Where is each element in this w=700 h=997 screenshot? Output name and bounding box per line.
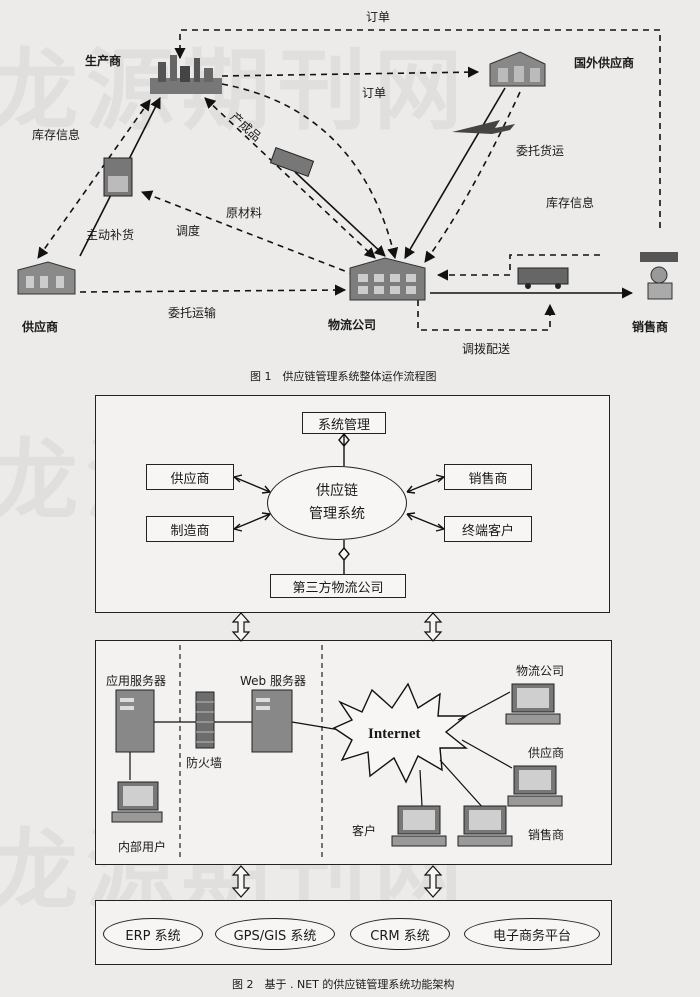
web-server-icon (251, 689, 293, 753)
retailer-icon (640, 252, 678, 300)
figure2-caption: 图 2 基于 . NET 的供应链管理系统功能架构 (232, 978, 455, 991)
logistics-company-icon (349, 257, 426, 301)
edge-label-raw-material: 原材料 (226, 206, 263, 220)
box-system-mgmt: 系统管理 (302, 412, 386, 434)
edge-label-entrust-transport: 委托运输 (168, 306, 217, 320)
node-retailer: 销售商 (632, 320, 669, 334)
oval-ecommerce: 电子商务平台 (464, 918, 600, 950)
internet-cloud-icon (332, 682, 468, 784)
firewall-icon (195, 691, 215, 749)
customer-pc-icon (391, 805, 447, 847)
label-internal-user: 内部用户 (118, 840, 167, 854)
box-manufacturer: 制造商 (146, 516, 234, 542)
supplier-icon (17, 261, 76, 295)
supplier-pc-icon (507, 765, 563, 807)
edge-label-entrust-shipping: 委托货运 (516, 144, 565, 158)
foreign-supplier-icon (489, 51, 546, 87)
airplane-icon (452, 120, 515, 134)
internal-user-pc-icon (111, 781, 163, 823)
label-internet: Internet (368, 726, 421, 742)
edge-label-inventory-left: 库存信息 (32, 128, 81, 142)
label-web-server: Web 服务器 (240, 674, 306, 688)
label-app-server: 应用服务器 (106, 674, 167, 688)
edge-label-dispatch: 调度 (176, 224, 201, 238)
oval-text-line2: 管理系统 (309, 506, 365, 522)
app-server-icon (115, 689, 155, 753)
supply-chain-system-oval (267, 466, 407, 540)
logistics-pc-icon (505, 683, 561, 725)
node-manufacturer: 生产商 (85, 54, 122, 68)
box-supplier: 供应商 (146, 464, 234, 490)
manufacturer-icon (150, 55, 222, 94)
edge-label-order-top: 订单 (366, 10, 391, 24)
box-third-party: 第三方物流公司 (270, 574, 406, 598)
edge-label-order-mid: 订单 (362, 86, 387, 100)
oval-crm: CRM 系统 (350, 918, 450, 950)
edge-label-auto-replenish: 主动补货 (86, 228, 135, 242)
node-supplier: 供应商 (22, 320, 59, 334)
edge-label-transfer-delivery: 调拨配送 (462, 342, 511, 356)
box-retailer: 销售商 (444, 464, 532, 490)
retailer-pc-icon (457, 805, 513, 847)
edge-label-inventory-right: 库存信息 (546, 196, 595, 210)
oval-text-line1: 供应链 (316, 483, 358, 499)
node-logistics: 物流公司 (328, 318, 377, 332)
label-customer: 客户 (352, 824, 377, 838)
oval-erp: ERP 系统 (103, 918, 203, 950)
label-firewall: 防火墙 (186, 756, 223, 770)
truck-icon (103, 157, 133, 197)
label-logistics: 物流公司 (516, 664, 565, 678)
truck-icon (517, 267, 569, 289)
figure1-caption: 图 1 供应链管理系统整体运作流程图 (250, 370, 437, 383)
label-supplier: 供应商 (528, 746, 565, 760)
label-retailer: 销售商 (528, 828, 565, 842)
node-foreign-supplier: 国外供应商 (574, 56, 635, 70)
box-end-customer: 终端客户 (444, 516, 532, 542)
truck-icon (269, 147, 315, 177)
oval-gps-gis: GPS/GIS 系统 (215, 918, 335, 950)
